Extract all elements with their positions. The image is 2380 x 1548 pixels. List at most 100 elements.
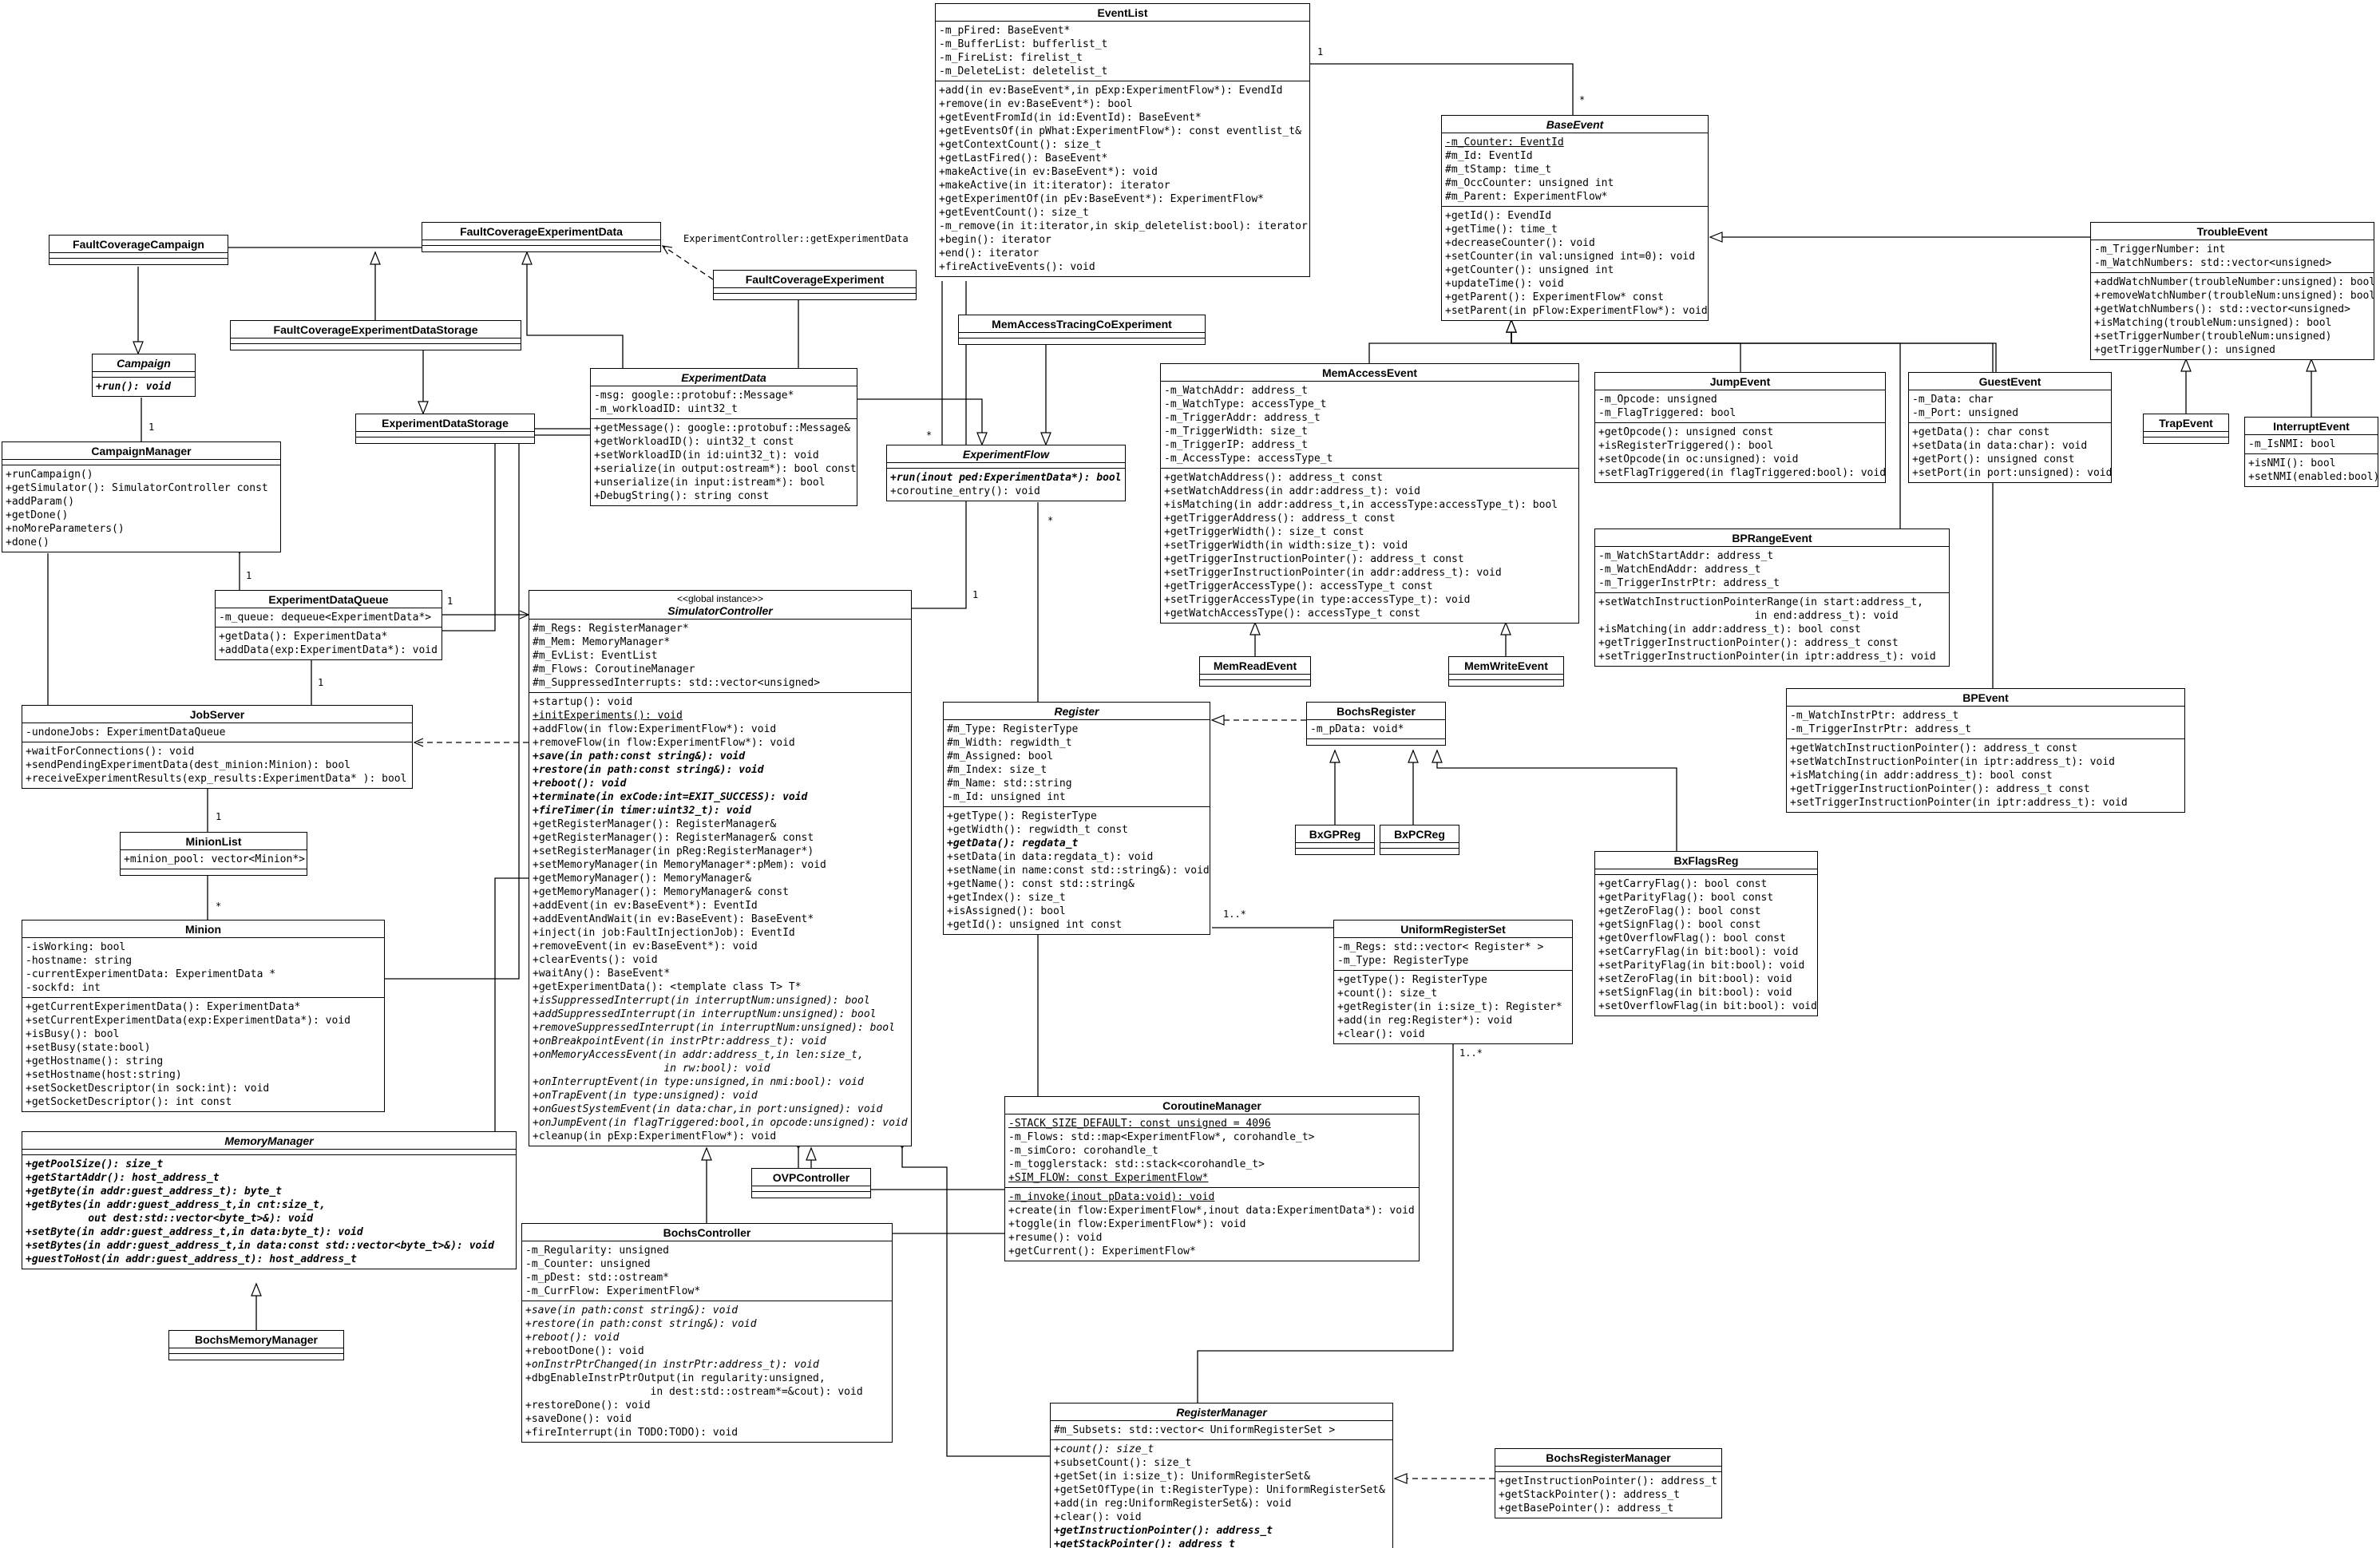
method: +getExperimentOf(in pEv:BaseEvent*): Exp… <box>939 193 1264 205</box>
method: +isNMI(): bool <box>2248 457 2336 469</box>
attrs-compartment: -m_WatchStartAddr: address_t-m_WatchEndA… <box>1595 547 1949 593</box>
method: +save(in path:const string&): void <box>525 1305 739 1316</box>
class-name: FaultCoverageExperiment <box>745 273 885 286</box>
class-register-manager[interactable]: RegisterManager#m_Subsets: std::vector< … <box>1050 1403 1393 1548</box>
method: +getWorkloadID(): uint32_t const <box>594 436 794 448</box>
method: +getStartAddr(): host_address_t <box>26 1172 220 1184</box>
class-name: FaultCoverageCampaign <box>73 238 204 251</box>
method: +getTime(): time_t <box>1445 224 1558 236</box>
methods-compartment: +addWatchNumber(troubleNumber:unsigned):… <box>2091 273 2374 359</box>
attribute: #m_Name: std::string <box>947 778 1072 790</box>
class-memory-manager[interactable]: MemoryManager+getPoolSize(): size_t+getS… <box>22 1131 517 1269</box>
class-campaign-manager[interactable]: CampaignManager+runCampaign()+getSimulat… <box>2 441 281 552</box>
attribute: #m_OccCounter: unsigned int <box>1445 177 1614 189</box>
method: +getTriggerAddress(): address_t const <box>1164 513 1396 525</box>
attribute: -m_Flows: std::map<ExperimentFlow*, coro… <box>1008 1131 1315 1143</box>
method: +getCurrentExperimentData(): ExperimentD… <box>26 1001 301 1013</box>
class-mem-write-event[interactable]: MemWriteEvent <box>1448 656 1564 687</box>
class-coroutine-manager[interactable]: CoroutineManager-STACK_SIZE_DEFAULT: con… <box>1004 1096 1420 1261</box>
class-experiment-flow[interactable]: ExperimentFlow+run(inout ped:ExperimentD… <box>886 445 1126 501</box>
class-fault-coverage-experiment-data-storage[interactable]: FaultCoverageExperimentDataStorage <box>230 320 521 350</box>
method: +setSocketDescriptor(in sock:int): void <box>26 1083 270 1095</box>
class-campaign[interactable]: Campaign+run(): void <box>92 354 196 397</box>
class-fault-coverage-campaign[interactable]: FaultCoverageCampaign <box>49 235 228 265</box>
class-event-list[interactable]: EventList-m_pFired: BaseEvent*-m_BufferL… <box>935 3 1310 277</box>
class-jump-event[interactable]: JumpEvent-m_Opcode: unsigned-m_FlagTrigg… <box>1594 372 1886 483</box>
attribute: -undoneJobs: ExperimentDataQueue <box>26 726 226 738</box>
method: +add(in reg:Register*): void <box>1337 1015 1513 1027</box>
class-title: BochsRegisterManager <box>1495 1449 1721 1467</box>
attrs-compartment: -m_queue: dequeue<ExperimentData*> <box>216 608 442 628</box>
class-bp-range-event[interactable]: BPRangeEvent-m_WatchStartAddr: address_t… <box>1594 529 1950 667</box>
class-mem-read-event[interactable]: MemReadEvent <box>1199 656 1311 687</box>
class-ovp-controller[interactable]: OVPController <box>751 1168 871 1198</box>
method: +setZeroFlag(in bit:bool): void <box>1598 973 1792 985</box>
attribute: #m_Assigned: bool <box>947 750 1054 762</box>
class-minion[interactable]: Minion-isWorking: bool-hostname: string-… <box>22 920 385 1112</box>
method: +rebootDone(): void <box>525 1345 644 1357</box>
class-mem-access-event[interactable]: MemAccessEvent-m_WatchAddr: address_t-m_… <box>1160 363 1579 624</box>
attribute: -m_queue: dequeue<ExperimentData*> <box>219 612 432 624</box>
class-mem-access-tracing-co-experiment[interactable]: MemAccessTracingCoExperiment <box>958 315 1206 345</box>
class-title: BochsRegister <box>1307 703 1445 720</box>
class-bochs-memory-manager[interactable]: BochsMemoryManager <box>168 1330 344 1360</box>
class-name: BaseEvent <box>1546 118 1604 131</box>
class-title: MemWriteEvent <box>1449 657 1563 675</box>
method: +add(in ev:BaseEvent*,in pExp:Experiment… <box>939 85 1283 97</box>
class-job-server[interactable]: JobServer-undoneJobs: ExperimentDataQueu… <box>22 705 413 789</box>
class-guest-event[interactable]: GuestEvent-m_Data: char-m_Port: unsigned… <box>1908 372 2112 483</box>
method: +guestToHost(in addr:guest_address_t): h… <box>26 1253 357 1265</box>
class-experiment-data-storage[interactable]: ExperimentDataStorage <box>355 414 535 444</box>
class-bochs-controller[interactable]: BochsController-m_Regularity: unsigned-m… <box>521 1223 893 1443</box>
edge-assoc-25 <box>385 444 520 980</box>
method: +getByte(in addr:guest_address_t): byte_… <box>26 1186 282 1198</box>
methods-compartment: +getData(): ExperimentData*+addData(exp:… <box>216 628 442 659</box>
class-bochs-register[interactable]: BochsRegister-m_pData: void* <box>1306 702 1446 746</box>
class-experiment-data[interactable]: ExperimentData-msg: google::protobuf::Me… <box>590 368 857 506</box>
class-bx-pc-reg[interactable]: BxPCReg <box>1380 825 1459 855</box>
method: +getCounter(): unsigned int <box>1445 264 1614 276</box>
class-uniform-register-set[interactable]: UniformRegisterSet-m_Regs: std::vector< … <box>1333 920 1573 1044</box>
methods-compartment <box>1307 739 1445 745</box>
method: +updateTime(): void <box>1445 278 1564 290</box>
class-name: CoroutineManager <box>1162 1099 1261 1112</box>
method: +waitForConnections(): void <box>26 746 195 758</box>
class-bp-event[interactable]: BPEvent-m_WatchInstrPtr: address_t-m_Tri… <box>1786 688 2185 813</box>
class-bx-flags-reg[interactable]: BxFlagsReg+getCarryFlag(): bool const+ge… <box>1594 851 1818 1016</box>
class-interrupt-event[interactable]: InterruptEvent-m_IsNMI: bool+isNMI(): bo… <box>2244 417 2378 487</box>
class-experiment-data-queue[interactable]: ExperimentDataQueue-m_queue: dequeue<Exp… <box>215 590 442 660</box>
class-trap-event[interactable]: TrapEvent <box>2143 414 2229 444</box>
method: +onJumpEvent(in flagTriggered:bool,in op… <box>533 1117 908 1129</box>
attribute: -currentExperimentData: ExperimentData * <box>26 968 276 980</box>
method: +inject(in job:FaultInjectionJob): Event… <box>533 927 795 939</box>
method: +isMatching(in addr:address_t): bool con… <box>1598 624 1861 635</box>
method: +getTriggerInstructionPointer(): address… <box>1164 553 1464 565</box>
class-name: BPEvent <box>1962 691 2009 704</box>
attribute: -m_FlagTriggered: bool <box>1598 407 1736 419</box>
class-fault-coverage-experiment[interactable]: FaultCoverageExperiment <box>713 270 917 300</box>
method: +create(in flow:ExperimentFlow*,inout da… <box>1008 1205 1415 1217</box>
method: +setData(in data:regdata_t): void <box>947 851 1154 863</box>
class-bochs-register-manager[interactable]: BochsRegisterManager+getInstructionPoint… <box>1495 1448 1722 1518</box>
attrs-compartment <box>1449 675 1563 680</box>
class-name: ExperimentFlow <box>962 448 1050 461</box>
class-title: TrapEvent <box>2144 414 2228 432</box>
attrs-compartment: -m_Data: char-m_Port: unsigned <box>1909 390 2111 423</box>
class-bx-gp-reg[interactable]: BxGPReg <box>1295 825 1375 855</box>
methods-compartment: +count(): size_t+subsetCount(): size_t+g… <box>1051 1440 1392 1548</box>
class-minion-list[interactable]: MinionList+minion_pool: vector<Minion*> <box>120 832 307 876</box>
method: +getBasePointer(): address_t <box>1499 1502 1674 1514</box>
methods-compartment <box>231 344 521 350</box>
class-title: ExperimentFlow <box>887 445 1125 463</box>
class-trouble-event[interactable]: TroubleEvent-m_TriggerNumber: int-m_Watc… <box>2090 222 2374 360</box>
class-fault-coverage-experiment-data[interactable]: FaultCoverageExperimentData <box>422 222 661 252</box>
attribute: -m_workloadID: uint32_t <box>594 403 739 415</box>
class-simulator-controller[interactable]: <<global instance>>SimulatorController#m… <box>529 590 912 1146</box>
attribute: #m_Regs: RegisterManager* <box>533 623 689 635</box>
method: in dest:std::ostream*=&cout): void <box>525 1386 863 1398</box>
class-register[interactable]: Register#m_Type: RegisterType#m_Width: r… <box>943 702 1210 935</box>
method: +getCurrent(): ExperimentFlow* <box>1008 1245 1196 1257</box>
method: +getWatchAddress(): address_t const <box>1164 472 1383 484</box>
class-base-event[interactable]: BaseEvent-m_Counter: EventId#m_Id: Event… <box>1441 115 1709 321</box>
method: +getDone() <box>6 509 69 521</box>
